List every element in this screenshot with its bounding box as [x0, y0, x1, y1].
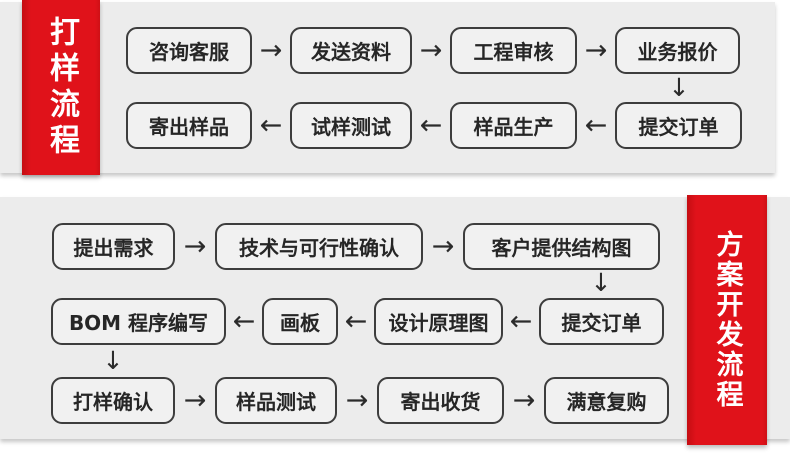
development-row-2: BOM 程序编写 ← 画板 ← 设计原理图 ← 提交订单 [51, 298, 664, 345]
arrow-right-icon: → [183, 385, 207, 416]
sampling-banner-title: 打样流程 [44, 15, 79, 160]
arrow-left-icon: ← [419, 110, 443, 141]
arrow-down-icon: ↓ [102, 346, 124, 375]
step-send-materials: 发送资料 [290, 27, 412, 74]
step-trial-testing: 试样测试 [290, 102, 412, 149]
arrow-left-icon: ← [232, 306, 256, 337]
arrow-left-icon: ← [259, 110, 283, 141]
arrow-right-icon: → [183, 231, 207, 262]
arrow-down-icon: ↓ [668, 73, 690, 102]
step-business-quotation: 业务报价 [615, 27, 740, 74]
arrow-right-icon: → [259, 35, 283, 66]
step-consult-customer-service: 咨询客服 [126, 27, 252, 74]
development-banner-title: 方案开发流程 [711, 230, 743, 410]
arrow-left-icon: ← [584, 110, 608, 141]
arrow-right-icon: → [584, 35, 608, 66]
step-sample-production: 样品生产 [450, 102, 577, 149]
arrow-right-icon: → [345, 385, 369, 416]
step-tech-feasibility-confirm: 技术与可行性确认 [215, 223, 423, 270]
arrow-left-icon: ← [344, 306, 368, 337]
sampling-banner: 打样流程 [22, 0, 100, 175]
step-satisfied-repurchase: 满意复购 [544, 377, 669, 424]
arrow-right-icon: → [512, 385, 536, 416]
step-customer-structure-drawing: 客户提供结构图 [463, 223, 660, 270]
development-banner: 方案开发流程 [687, 195, 767, 445]
step-submit-order: 提交订单 [615, 102, 742, 149]
step-design-schematic: 设计原理图 [374, 298, 503, 345]
step-bom-programming: BOM 程序编写 [51, 298, 226, 345]
sampling-row-2: 寄出样品 ← 试样测试 ← 样品生产 ← 提交订单 [126, 102, 742, 149]
arrow-left-icon: ← [509, 306, 533, 337]
step-sample-testing: 样品测试 [215, 377, 337, 424]
arrow-right-icon: → [419, 35, 443, 66]
step-board-layout: 画板 [262, 298, 338, 345]
step-engineering-review: 工程审核 [450, 27, 577, 74]
development-row-1: 提出需求 → 技术与可行性确认 → 客户提供结构图 [52, 223, 660, 270]
step-raise-requirements: 提出需求 [52, 223, 175, 270]
development-row-3: 打样确认 → 样品测试 → 寄出收货 → 满意复购 [51, 377, 669, 424]
step-sampling-confirm: 打样确认 [51, 377, 175, 424]
step-submit-order-dev: 提交订单 [539, 298, 664, 345]
sampling-row-1: 咨询客服 → 发送资料 → 工程审核 → 业务报价 [126, 27, 740, 74]
step-ship-and-receive: 寄出收货 [377, 377, 504, 424]
arrow-down-icon: ↓ [590, 268, 612, 297]
step-ship-sample: 寄出样品 [126, 102, 252, 149]
arrow-right-icon: → [431, 231, 455, 262]
